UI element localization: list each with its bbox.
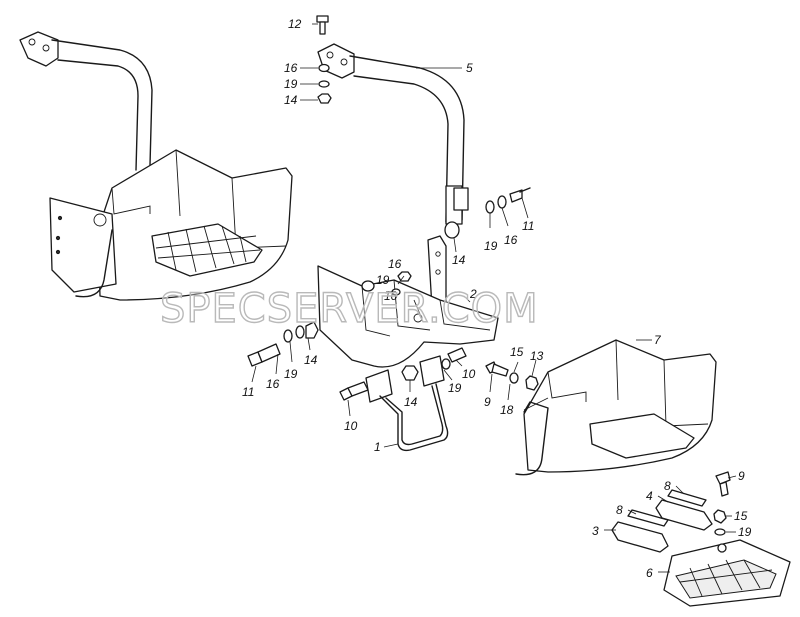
callout-3: 3 <box>592 524 599 538</box>
callout-13: 13 <box>530 349 544 363</box>
left-fastener-cluster <box>247 321 319 367</box>
callout-14: 14 <box>452 253 466 267</box>
callout-10: 10 <box>462 367 476 381</box>
callout-8: 8 <box>616 503 623 517</box>
callout-4: 4 <box>646 489 653 503</box>
callout-11: 11 <box>242 385 254 399</box>
callout-16: 16 <box>388 257 402 271</box>
callout-19: 19 <box>484 239 498 253</box>
callout-1: 1 <box>374 440 381 454</box>
callout-19: 19 <box>738 525 752 539</box>
mid-right-fasteners <box>485 361 539 391</box>
support-bracket-1 <box>339 347 467 452</box>
callout-12: 12 <box>288 17 302 31</box>
callout-19: 19 <box>448 381 462 395</box>
callout-5: 5 <box>466 61 473 75</box>
handrail-5 <box>317 43 469 239</box>
callout-19: 19 <box>284 77 298 91</box>
callout-11: 11 <box>522 219 534 233</box>
watermark: SPECSERVER.COM <box>160 286 539 332</box>
callout-15: 15 <box>734 509 748 523</box>
callout-10: 10 <box>344 419 358 433</box>
callout-9: 9 <box>484 395 491 409</box>
callout-14: 14 <box>404 395 418 409</box>
callout-16: 16 <box>266 377 280 391</box>
callout-10: 10 <box>384 289 398 303</box>
callout-6: 6 <box>646 566 653 580</box>
upper-fasteners <box>316 15 531 214</box>
lower-right-parts <box>611 471 791 607</box>
callout-15: 15 <box>510 345 524 359</box>
callout-14: 14 <box>284 93 298 107</box>
callout-16: 16 <box>284 61 298 75</box>
callout-18: 18 <box>500 403 514 417</box>
callout-14: 14 <box>304 353 318 367</box>
callout-19: 19 <box>376 273 390 287</box>
left-step-assembly <box>19 31 293 301</box>
right-step-7 <box>515 339 717 476</box>
center-bracket-2 <box>317 235 499 368</box>
callout-9: 9 <box>738 469 745 483</box>
callout-16: 16 <box>504 233 518 247</box>
callout-19: 19 <box>284 367 298 381</box>
callout-7: 7 <box>654 333 662 347</box>
callout-8: 8 <box>664 479 671 493</box>
callout-2: 2 <box>469 287 477 301</box>
callout-labels: 12 16 19 14 5 11 16 19 14 16 19 10 2 11 … <box>242 17 752 580</box>
leader-lines <box>251 23 737 573</box>
